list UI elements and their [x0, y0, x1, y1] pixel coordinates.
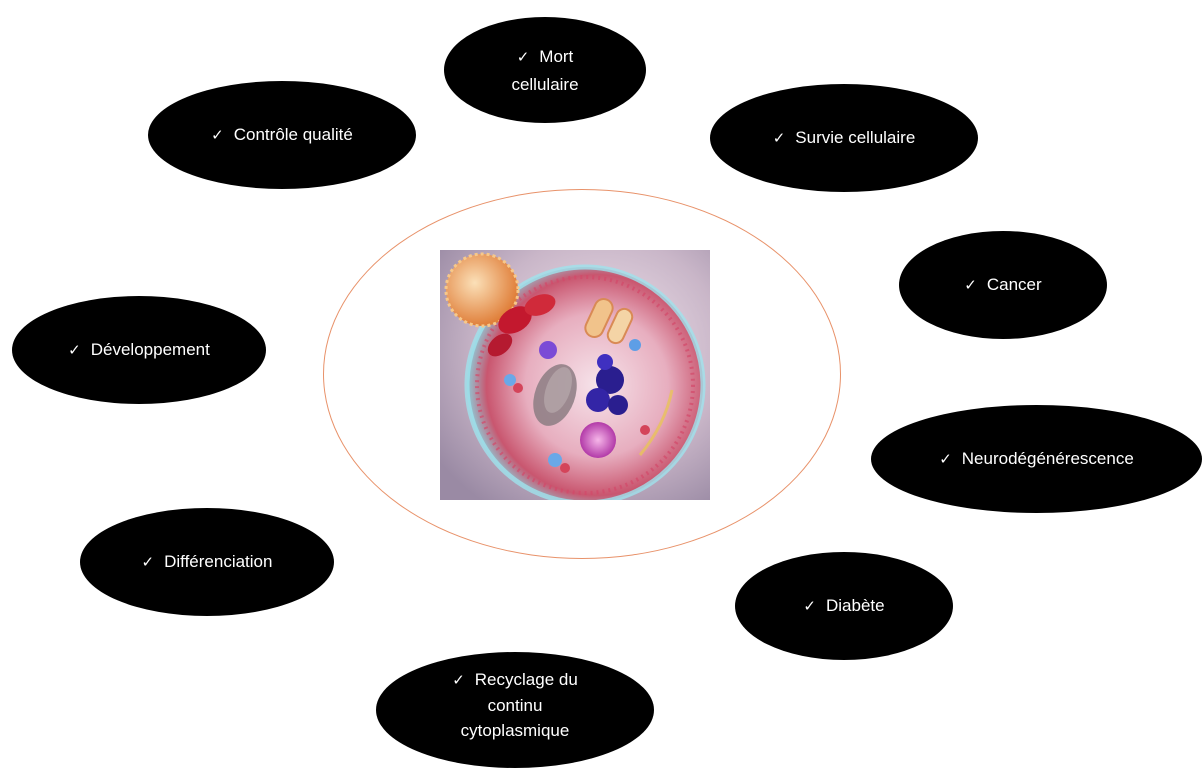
node-cancer: ✓ Cancer: [899, 231, 1107, 339]
check-icon: ✓: [141, 553, 155, 571]
node-label: continu: [487, 696, 543, 715]
check-icon: ✓: [452, 671, 465, 689]
node-label: Recyclage du: [474, 670, 578, 689]
node-recyclage: ✓ Recyclage du continu cytoplasmique: [376, 652, 654, 768]
node-label: Survie cellulaire: [795, 128, 916, 147]
node-label: Mort: [539, 46, 574, 66]
node-label: Cancer: [986, 275, 1042, 294]
node-label: Neurodégénérescence: [961, 449, 1134, 468]
node-label: Diabète: [825, 596, 885, 615]
node-diabete: ✓ Diabète: [735, 552, 953, 660]
node-label: Contrôle qualité: [233, 125, 353, 144]
node-differenciation: ✓ Différenciation: [80, 508, 334, 616]
check-icon: ✓: [803, 597, 816, 615]
node-label: cytoplasmique: [460, 721, 570, 740]
node-mort-cellulaire: ✓ Mort cellulaire: [444, 17, 646, 123]
node-developpement: ✓ Développement: [12, 296, 266, 404]
check-icon: ✓: [211, 126, 224, 144]
check-icon: ✓: [68, 341, 81, 359]
node-label: Différenciation: [164, 552, 273, 571]
node-survie-cellulaire: ✓ Survie cellulaire: [710, 84, 978, 192]
check-icon: ✓: [516, 47, 530, 66]
check-icon: ✓: [772, 129, 786, 147]
center-ring: [323, 189, 841, 559]
node-label: Développement: [90, 340, 210, 359]
node-controle-qualite: ✓ Contrôle qualité: [148, 81, 416, 189]
cell-illustration: [440, 250, 710, 500]
node-label: cellulaire: [511, 74, 579, 94]
check-icon: ✓: [939, 450, 952, 468]
node-neurodegenerescence: ✓ Neurodégénérescence: [871, 405, 1202, 513]
check-icon: ✓: [964, 276, 977, 294]
